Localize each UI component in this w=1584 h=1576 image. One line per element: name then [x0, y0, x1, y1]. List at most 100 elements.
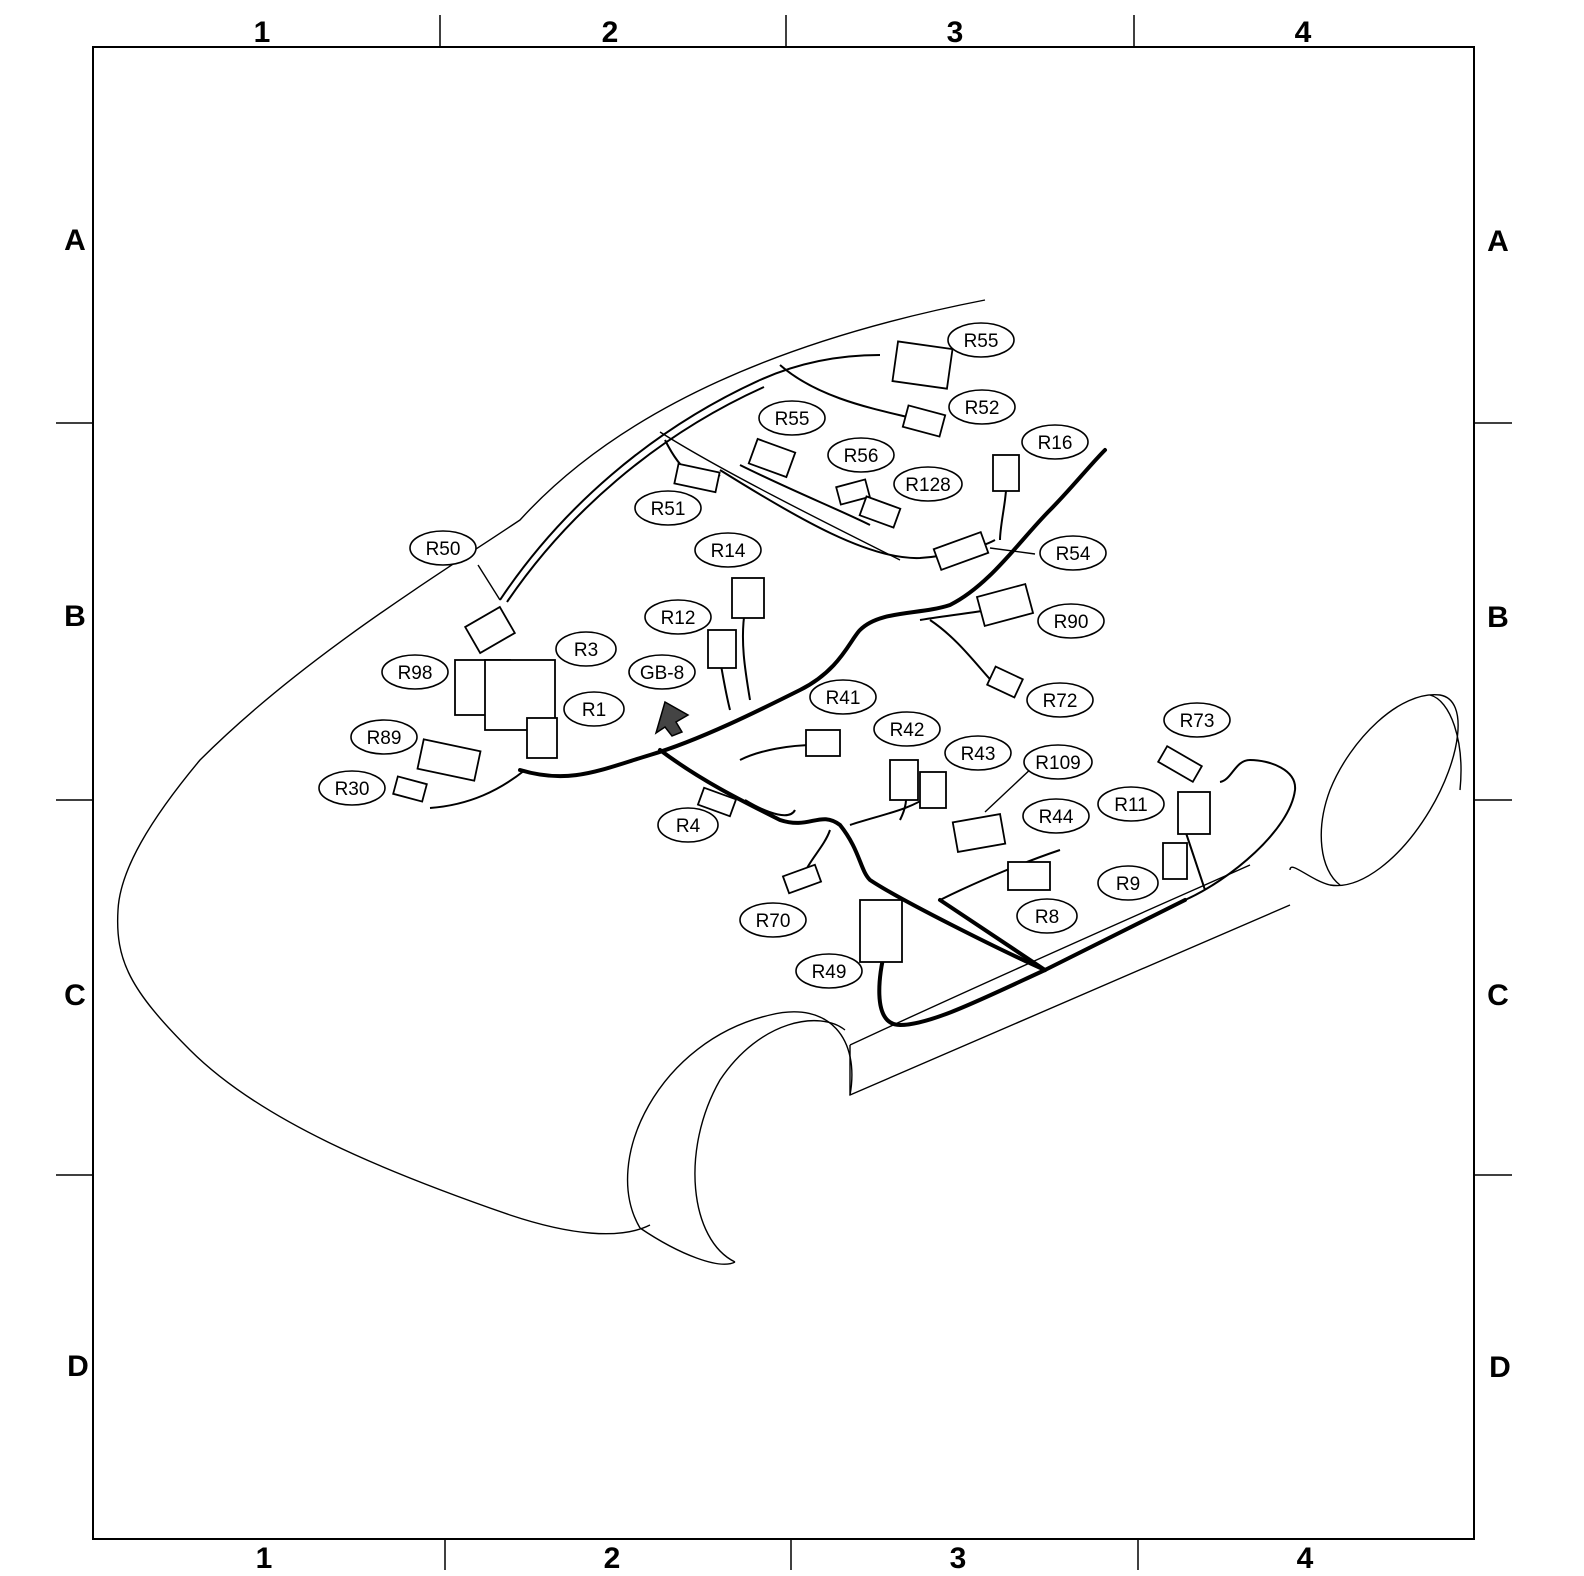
callout-r14: R14: [694, 532, 762, 568]
callout-label-r8: R8: [1035, 907, 1059, 928]
callout-r42: R42: [873, 711, 941, 747]
callout-label-r11: R11: [1114, 795, 1147, 816]
callout-r52: R52: [948, 389, 1016, 425]
col-label-top-2: 2: [602, 16, 619, 49]
r109-connector: [951, 813, 1007, 853]
grid-labels: 1 2 3 4 1 2 3 4 A B C D A B C D: [64, 16, 1511, 1575]
row-label-right-a: A: [1487, 225, 1509, 258]
callout-label-r56: R56: [844, 446, 879, 467]
row-label-right-d: D: [1489, 1351, 1511, 1384]
callout-label-r55-top: R55: [964, 331, 999, 352]
r56-connector: [835, 478, 871, 506]
callout-r9: R9: [1097, 865, 1159, 901]
callout-r51: R51: [634, 490, 702, 526]
callout-r8: R8: [1016, 898, 1078, 934]
callout-label-r41: R41: [826, 688, 861, 709]
r55-mid-connector: [747, 437, 797, 479]
r14-connector: [731, 577, 765, 619]
callout-label-r128: R128: [905, 475, 950, 496]
callout-r55-top: R55: [947, 322, 1015, 358]
callout-r49: R49: [795, 953, 863, 989]
r16-connector: [992, 454, 1020, 492]
r50-connector: [463, 605, 517, 655]
callout-label-r52: R52: [965, 398, 1000, 419]
callout-r109: R109: [1023, 744, 1093, 780]
callout-label-r9: R9: [1116, 874, 1140, 895]
row-label-right-b: B: [1487, 601, 1509, 634]
callout-label-r109: R109: [1035, 753, 1080, 774]
row-label-left-c: C: [64, 979, 86, 1012]
callout-label-r89: R89: [367, 728, 402, 749]
callout-label-r50: R50: [426, 539, 461, 560]
callout-r43: R43: [944, 735, 1012, 771]
r51-connector: [673, 462, 721, 494]
callout-gb8: GB-8: [628, 654, 696, 690]
r1-connector: [526, 717, 558, 759]
r72-connector: [985, 665, 1025, 699]
r11-connector: [1177, 791, 1211, 835]
connector-drawings: [392, 340, 1211, 963]
col-label-top-1: 1: [254, 16, 271, 49]
r90-connector: [975, 582, 1035, 628]
callout-r44: R44: [1022, 798, 1090, 834]
r30-connector: [392, 775, 428, 803]
callout-label-r42: R42: [890, 720, 925, 741]
callout-r56: R56: [827, 437, 895, 473]
callout-r89: R89: [350, 719, 418, 755]
row-label-right-c: C: [1487, 979, 1509, 1012]
callout-label-r1: R1: [582, 700, 606, 721]
callout-r54: R54: [1039, 535, 1107, 571]
gb8-ground-arrow: [654, 700, 690, 737]
r49-connector: [859, 899, 903, 963]
r55-top-connector: [891, 340, 954, 390]
callout-label-r98: R98: [398, 663, 433, 684]
r9-connector: [1162, 842, 1188, 880]
r128-connector: [858, 495, 902, 529]
callout-r55-mid: R55: [758, 400, 826, 436]
car-outline: [116, 299, 1462, 1265]
col-label-top-3: 3: [947, 16, 964, 49]
roof-harness: [499, 354, 881, 603]
callout-r16: R16: [1021, 424, 1089, 460]
callout-r50: R50: [409, 530, 477, 566]
grid-ticks: [56, 15, 1512, 1570]
callout-label-r14: R14: [711, 541, 746, 562]
callout-r12: R12: [644, 599, 712, 635]
col-label-bottom-4: 4: [1297, 1542, 1314, 1575]
callout-label-r3: R3: [574, 640, 598, 661]
r73-connector: [1156, 744, 1204, 784]
col-label-bottom-3: 3: [950, 1542, 967, 1575]
callout-label-r72: R72: [1043, 691, 1078, 712]
callout-label-r30: R30: [335, 779, 370, 800]
callout-label-r12: R12: [661, 608, 696, 629]
callout-label-r73: R73: [1180, 711, 1215, 732]
col-label-bottom-1: 1: [256, 1542, 273, 1575]
callout-r11: R11: [1097, 786, 1165, 822]
row-label-left-d: D: [67, 1350, 89, 1383]
r4-connector: [696, 786, 738, 818]
callout-label-r54: R54: [1056, 544, 1091, 565]
r41-connector: [805, 729, 841, 757]
callout-label-r49: R49: [812, 962, 847, 983]
callouts: R55 R52 R55 R56 R16 R128 R51 R54 R50 R14…: [318, 322, 1231, 989]
callout-r73: R73: [1163, 702, 1231, 738]
callout-r70: R70: [739, 902, 807, 938]
r70-connector: [781, 863, 823, 895]
callout-label-r16: R16: [1038, 433, 1073, 454]
callout-r128: R128: [893, 466, 963, 502]
r54-connector: [932, 530, 990, 572]
row-label-left-b: B: [64, 600, 86, 633]
r52-connector: [901, 404, 947, 438]
r44-connector: [1007, 861, 1051, 891]
leader-lines: [477, 547, 1036, 813]
callout-label-gb8: GB-8: [640, 663, 684, 684]
callout-r30: R30: [318, 770, 386, 806]
callout-label-r4: R4: [676, 816, 701, 837]
callout-r72: R72: [1026, 682, 1094, 718]
callout-r1: R1: [563, 691, 625, 727]
callout-r41: R41: [809, 679, 877, 715]
callout-r90: R90: [1037, 603, 1105, 639]
callout-r4: R4: [657, 807, 719, 843]
col-label-bottom-2: 2: [604, 1542, 621, 1575]
callout-label-r43: R43: [961, 744, 996, 765]
